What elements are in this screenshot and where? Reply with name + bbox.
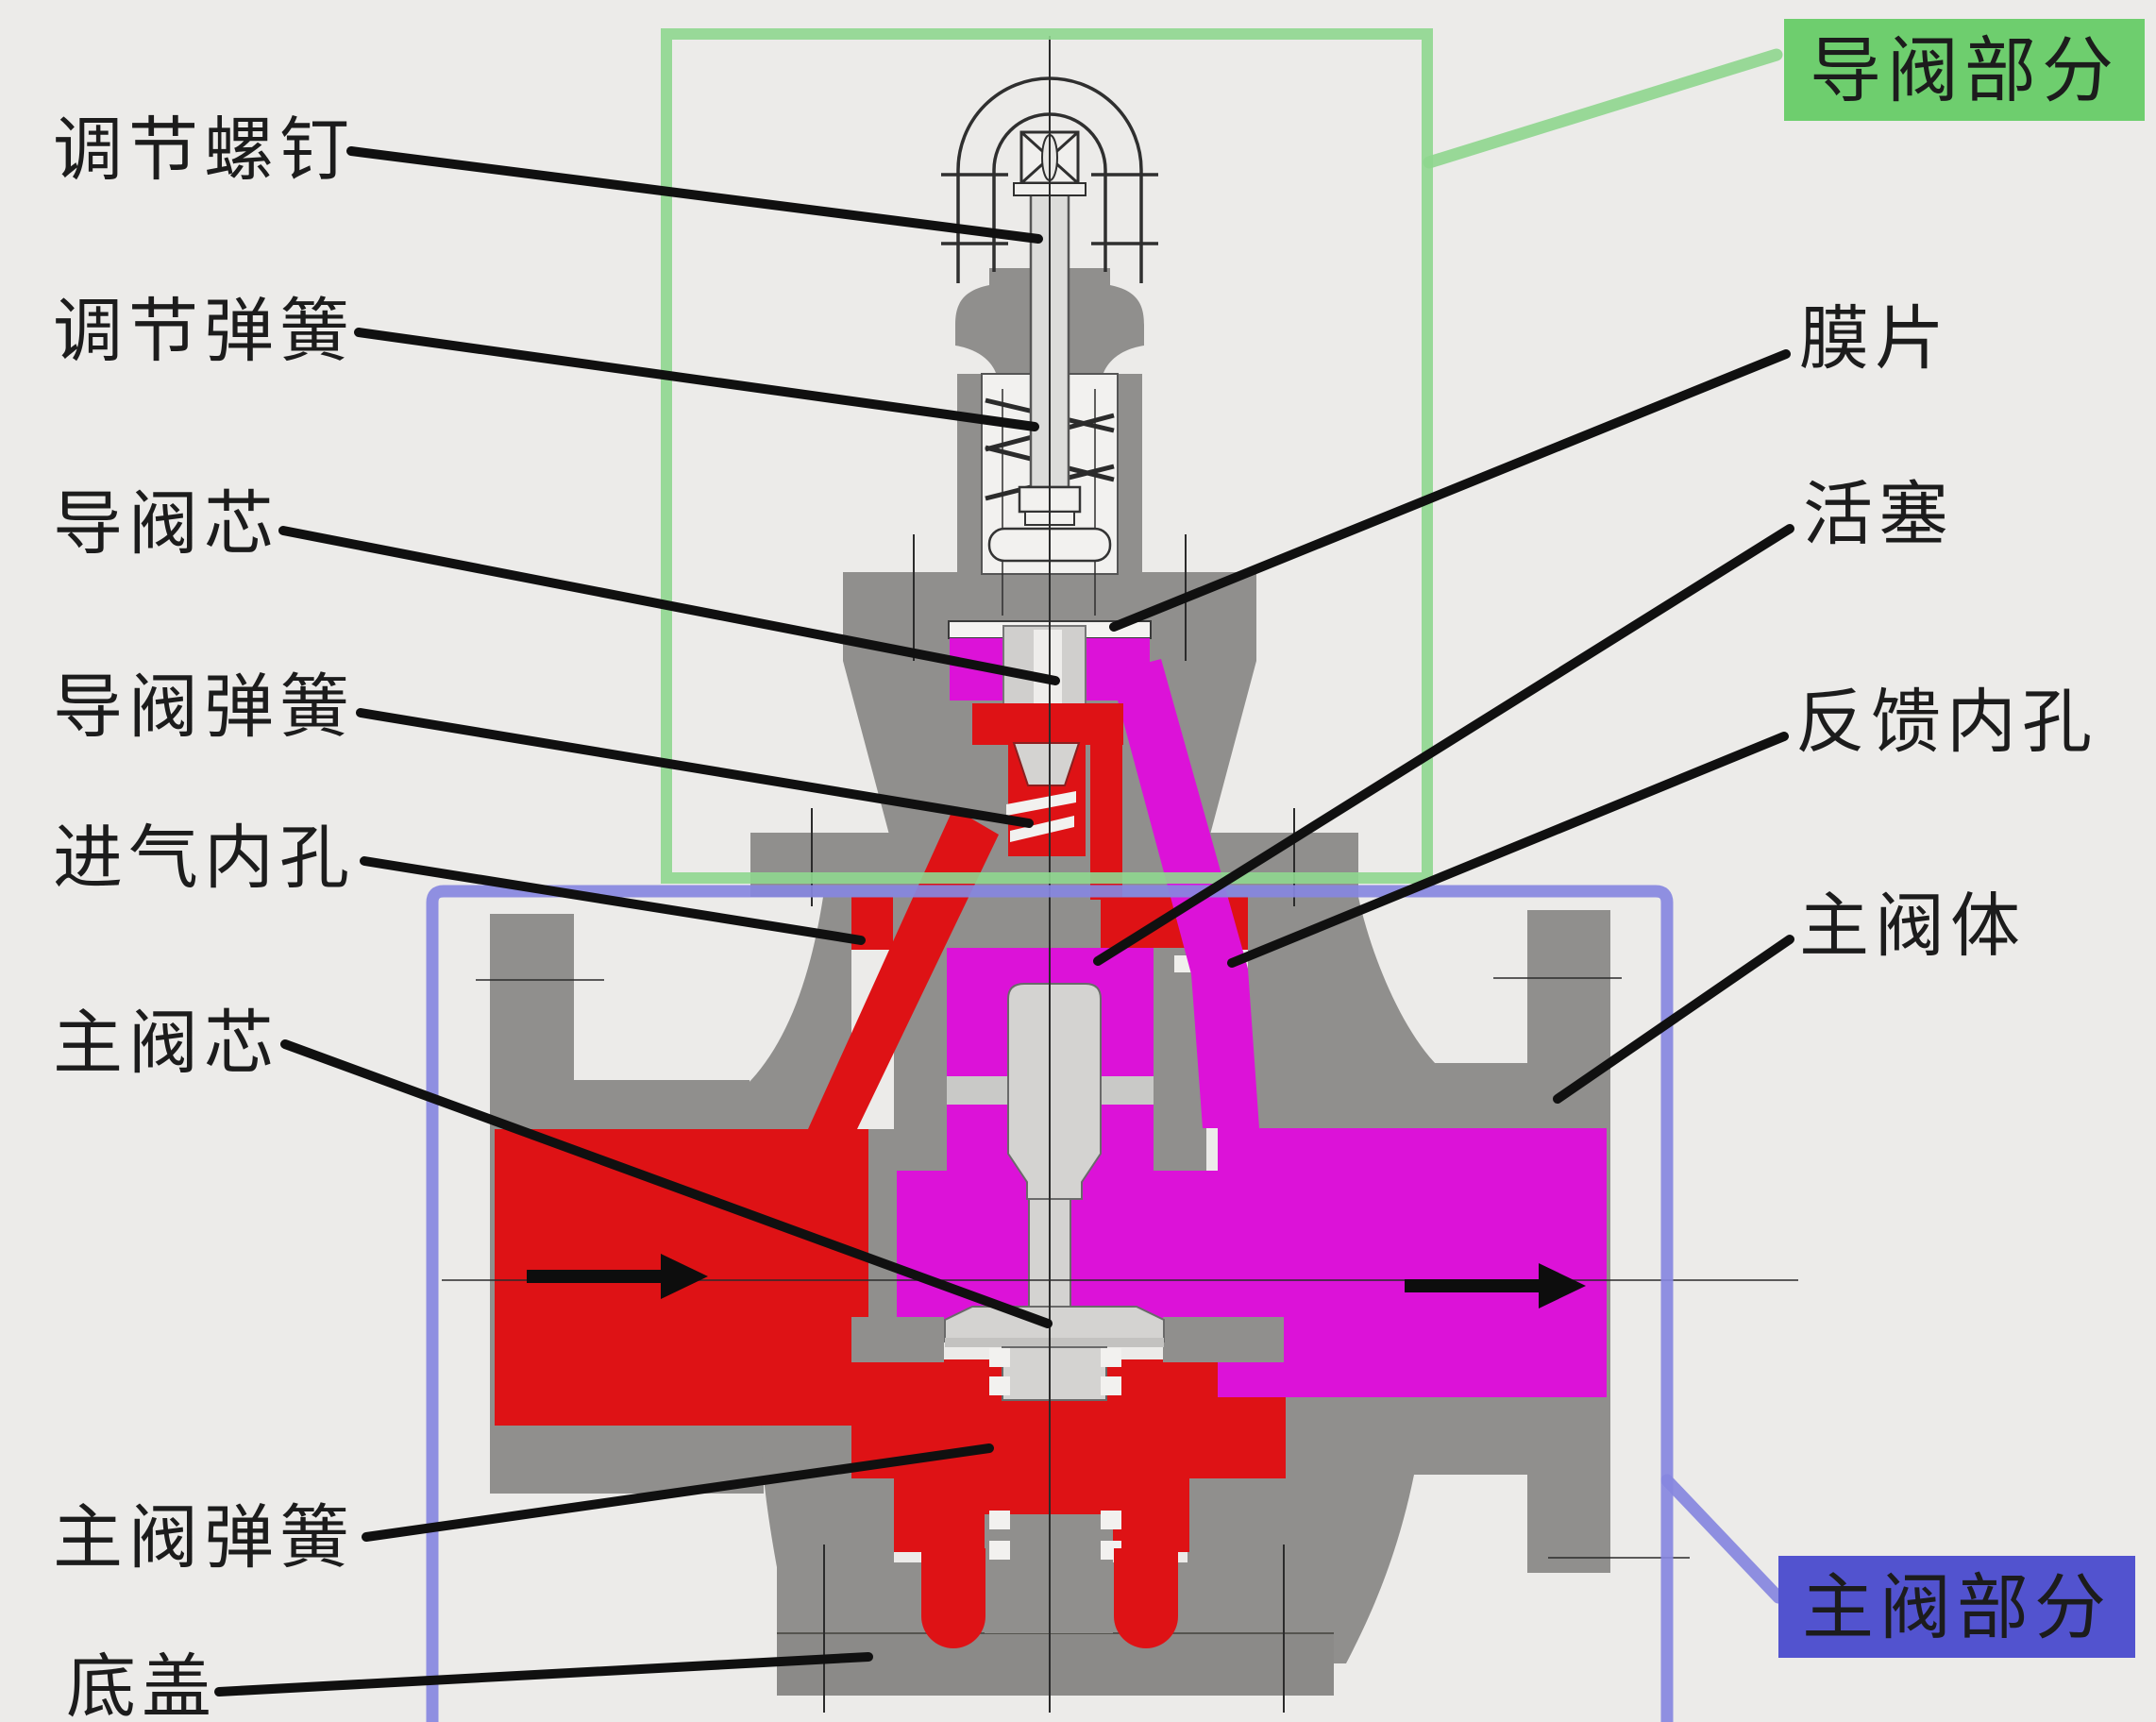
leader-main-core bbox=[280, 1039, 1053, 1328]
leader-main-body bbox=[1553, 935, 1794, 1104]
label-pilot-core: 导阀芯 bbox=[53, 486, 279, 564]
main-spring-pocket bbox=[921, 1548, 985, 1648]
label-inlet-hole: 进气内孔 bbox=[53, 820, 355, 898]
leader-feedback-hole bbox=[1227, 732, 1789, 968]
callout-labels: 调节螺钉 调节弹簧 导阀芯 导阀弹簧 进气内孔 主阀芯 主阀弹簧 底盖 膜片 活… bbox=[53, 112, 2097, 1722]
pilot-valve-core bbox=[1012, 742, 1081, 786]
pilot-section-box bbox=[661, 28, 1783, 884]
main-section-connector bbox=[1660, 1474, 1785, 1604]
pilot-section-badge: 导阀部分 bbox=[1784, 19, 2145, 121]
label-pilot-spring: 导阀弹簧 bbox=[53, 669, 355, 747]
label-feedback-hole: 反馈内孔 bbox=[1795, 684, 2097, 762]
label-main-body: 主阀体 bbox=[1799, 888, 2026, 966]
leader-diaphragm bbox=[1109, 349, 1791, 632]
main-section-box bbox=[426, 885, 1785, 1722]
bottom-cover bbox=[777, 1511, 1334, 1696]
main-section-badge-text: 主阀部分 bbox=[1802, 1569, 2112, 1648]
leader-piston bbox=[1093, 524, 1794, 966]
main-spring-pocket bbox=[1114, 1548, 1178, 1648]
label-diaphragm: 膜片 bbox=[1799, 301, 1950, 379]
pilot-section-connector bbox=[1423, 48, 1783, 169]
leader-adjusting-screw bbox=[346, 146, 1043, 244]
disc-hub bbox=[1002, 1346, 1107, 1401]
leader-main-spring bbox=[362, 1443, 994, 1542]
main-valve-disc bbox=[944, 1306, 1165, 1342]
leader-adjusting-spring bbox=[354, 328, 1039, 431]
leader-inlet-hole bbox=[360, 856, 866, 945]
pilot-section-badge-text: 导阀部分 bbox=[1810, 32, 2119, 111]
leader-lines bbox=[214, 146, 1794, 1697]
label-main-spring: 主阀弹簧 bbox=[53, 1500, 355, 1578]
piston bbox=[1007, 983, 1102, 1200]
label-main-core: 主阀芯 bbox=[53, 1005, 279, 1083]
label-bottom-cover: 底盖 bbox=[66, 1649, 217, 1722]
inlet-flow-arrow bbox=[527, 1254, 708, 1299]
leader-pilot-spring bbox=[356, 708, 1034, 828]
leader-bottom-cover bbox=[214, 1652, 873, 1697]
outlet-flow-arrow bbox=[1405, 1263, 1586, 1308]
label-adjusting-screw: 调节螺钉 bbox=[53, 112, 355, 190]
main-section-badge: 主阀部分 bbox=[1778, 1556, 2135, 1658]
leader-pilot-core bbox=[278, 526, 1060, 685]
label-piston: 活塞 bbox=[1803, 477, 1954, 554]
label-adjusting-spring: 调节弹簧 bbox=[53, 294, 355, 371]
main-valve-core-assembly bbox=[851, 1306, 1284, 1401]
